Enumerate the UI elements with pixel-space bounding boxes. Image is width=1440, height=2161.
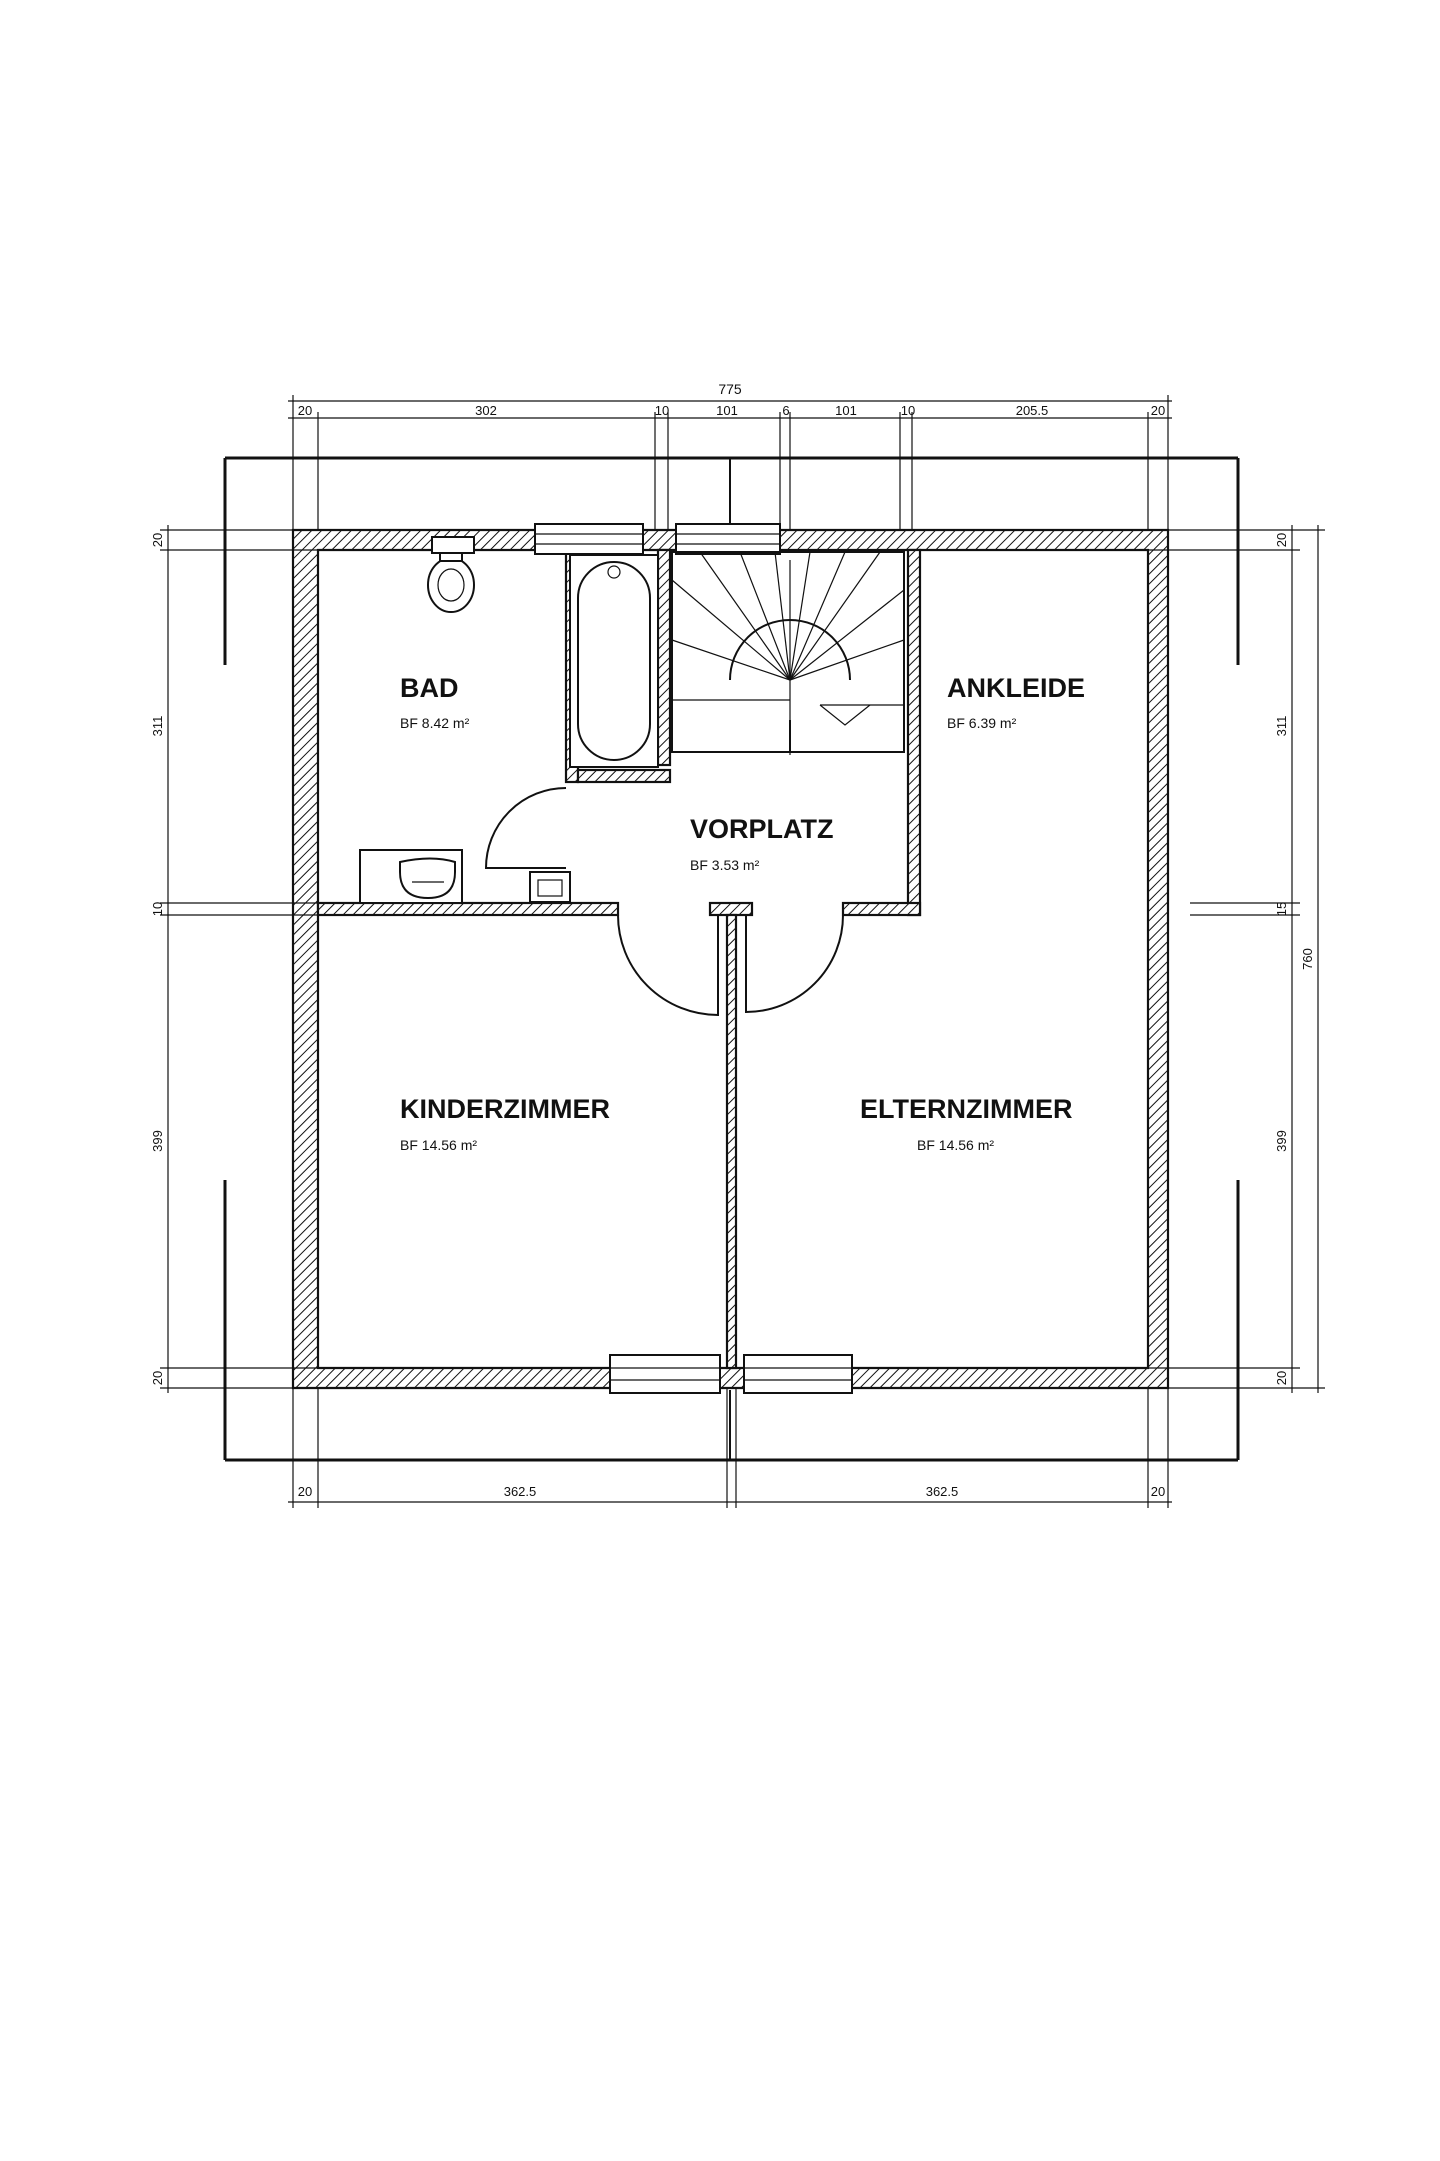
windows xyxy=(534,523,853,1394)
room-label-ankleide: ANKLEIDE BF 6.39 m² xyxy=(947,673,1085,731)
dim-label: 10 xyxy=(655,403,669,418)
dim-label: 20 xyxy=(1274,1371,1289,1385)
dim-label: 20 xyxy=(298,1484,312,1499)
dim-label: 399 xyxy=(150,1130,165,1152)
room-name: KINDERZIMMER xyxy=(400,1094,610,1124)
dimension-left: 20 311 10 399 20 xyxy=(150,525,318,1393)
room-label-elternzimmer: ELTERNZIMMER BF 14.56 m² xyxy=(860,1094,1072,1153)
room-label-vorplatz: VORPLATZ BF 3.53 m² xyxy=(690,814,834,873)
dim-label: 10 xyxy=(901,403,915,418)
dim-label: 302 xyxy=(475,403,497,418)
room-area: BF 3.53 m² xyxy=(690,857,760,873)
dim-label: 311 xyxy=(150,716,165,737)
washbasin xyxy=(359,849,571,904)
roof-outline xyxy=(223,456,1240,1462)
dim-label: 362.5 xyxy=(926,1484,959,1499)
doors xyxy=(484,787,844,1017)
dim-label: 362.5 xyxy=(504,1484,537,1499)
room-name: BAD xyxy=(400,673,459,703)
bathtub xyxy=(569,554,659,768)
dimension-right: 20 311 15 399 20 760 xyxy=(1148,525,1325,1393)
dim-label: 399 xyxy=(1274,1130,1289,1152)
dimension-top: 775 20 302 10 101 6 101 10 205.5 20 xyxy=(288,381,1172,530)
dim-label: 10 xyxy=(150,902,165,916)
room-area: BF 14.56 m² xyxy=(400,1137,477,1153)
dim-label: 20 xyxy=(298,403,312,418)
dim-top-total: 775 xyxy=(718,381,742,397)
dim-label: 20 xyxy=(150,533,165,547)
dimension-bottom: 20 362.5 362.5 20 xyxy=(288,1388,1172,1508)
room-label-kinderzimmer: KINDERZIMMER BF 14.56 m² xyxy=(400,1094,610,1153)
room-area: BF 6.39 m² xyxy=(947,715,1017,731)
room-label-bad: BAD BF 8.42 m² xyxy=(400,673,470,731)
dim-label: 101 xyxy=(835,403,857,418)
dim-label: 20 xyxy=(150,1371,165,1385)
dim-label: 205.5 xyxy=(1016,403,1049,418)
toilet xyxy=(427,536,475,613)
room-area: BF 8.42 m² xyxy=(400,715,470,731)
room-name: ANKLEIDE xyxy=(947,673,1085,703)
dim-label: 101 xyxy=(716,403,738,418)
dim-label: 15 xyxy=(1274,902,1289,916)
dim-right-total: 760 xyxy=(1300,948,1315,970)
room-name: VORPLATZ xyxy=(690,814,834,844)
dim-label: 20 xyxy=(1151,403,1165,418)
staircase xyxy=(671,551,905,755)
room-area: BF 14.56 m² xyxy=(917,1137,994,1153)
dim-label: 6 xyxy=(782,403,789,418)
room-name: ELTERNZIMMER xyxy=(860,1094,1072,1124)
dim-label: 20 xyxy=(1151,1484,1165,1499)
dim-label: 20 xyxy=(1274,533,1289,547)
dim-label: 311 xyxy=(1274,716,1289,737)
